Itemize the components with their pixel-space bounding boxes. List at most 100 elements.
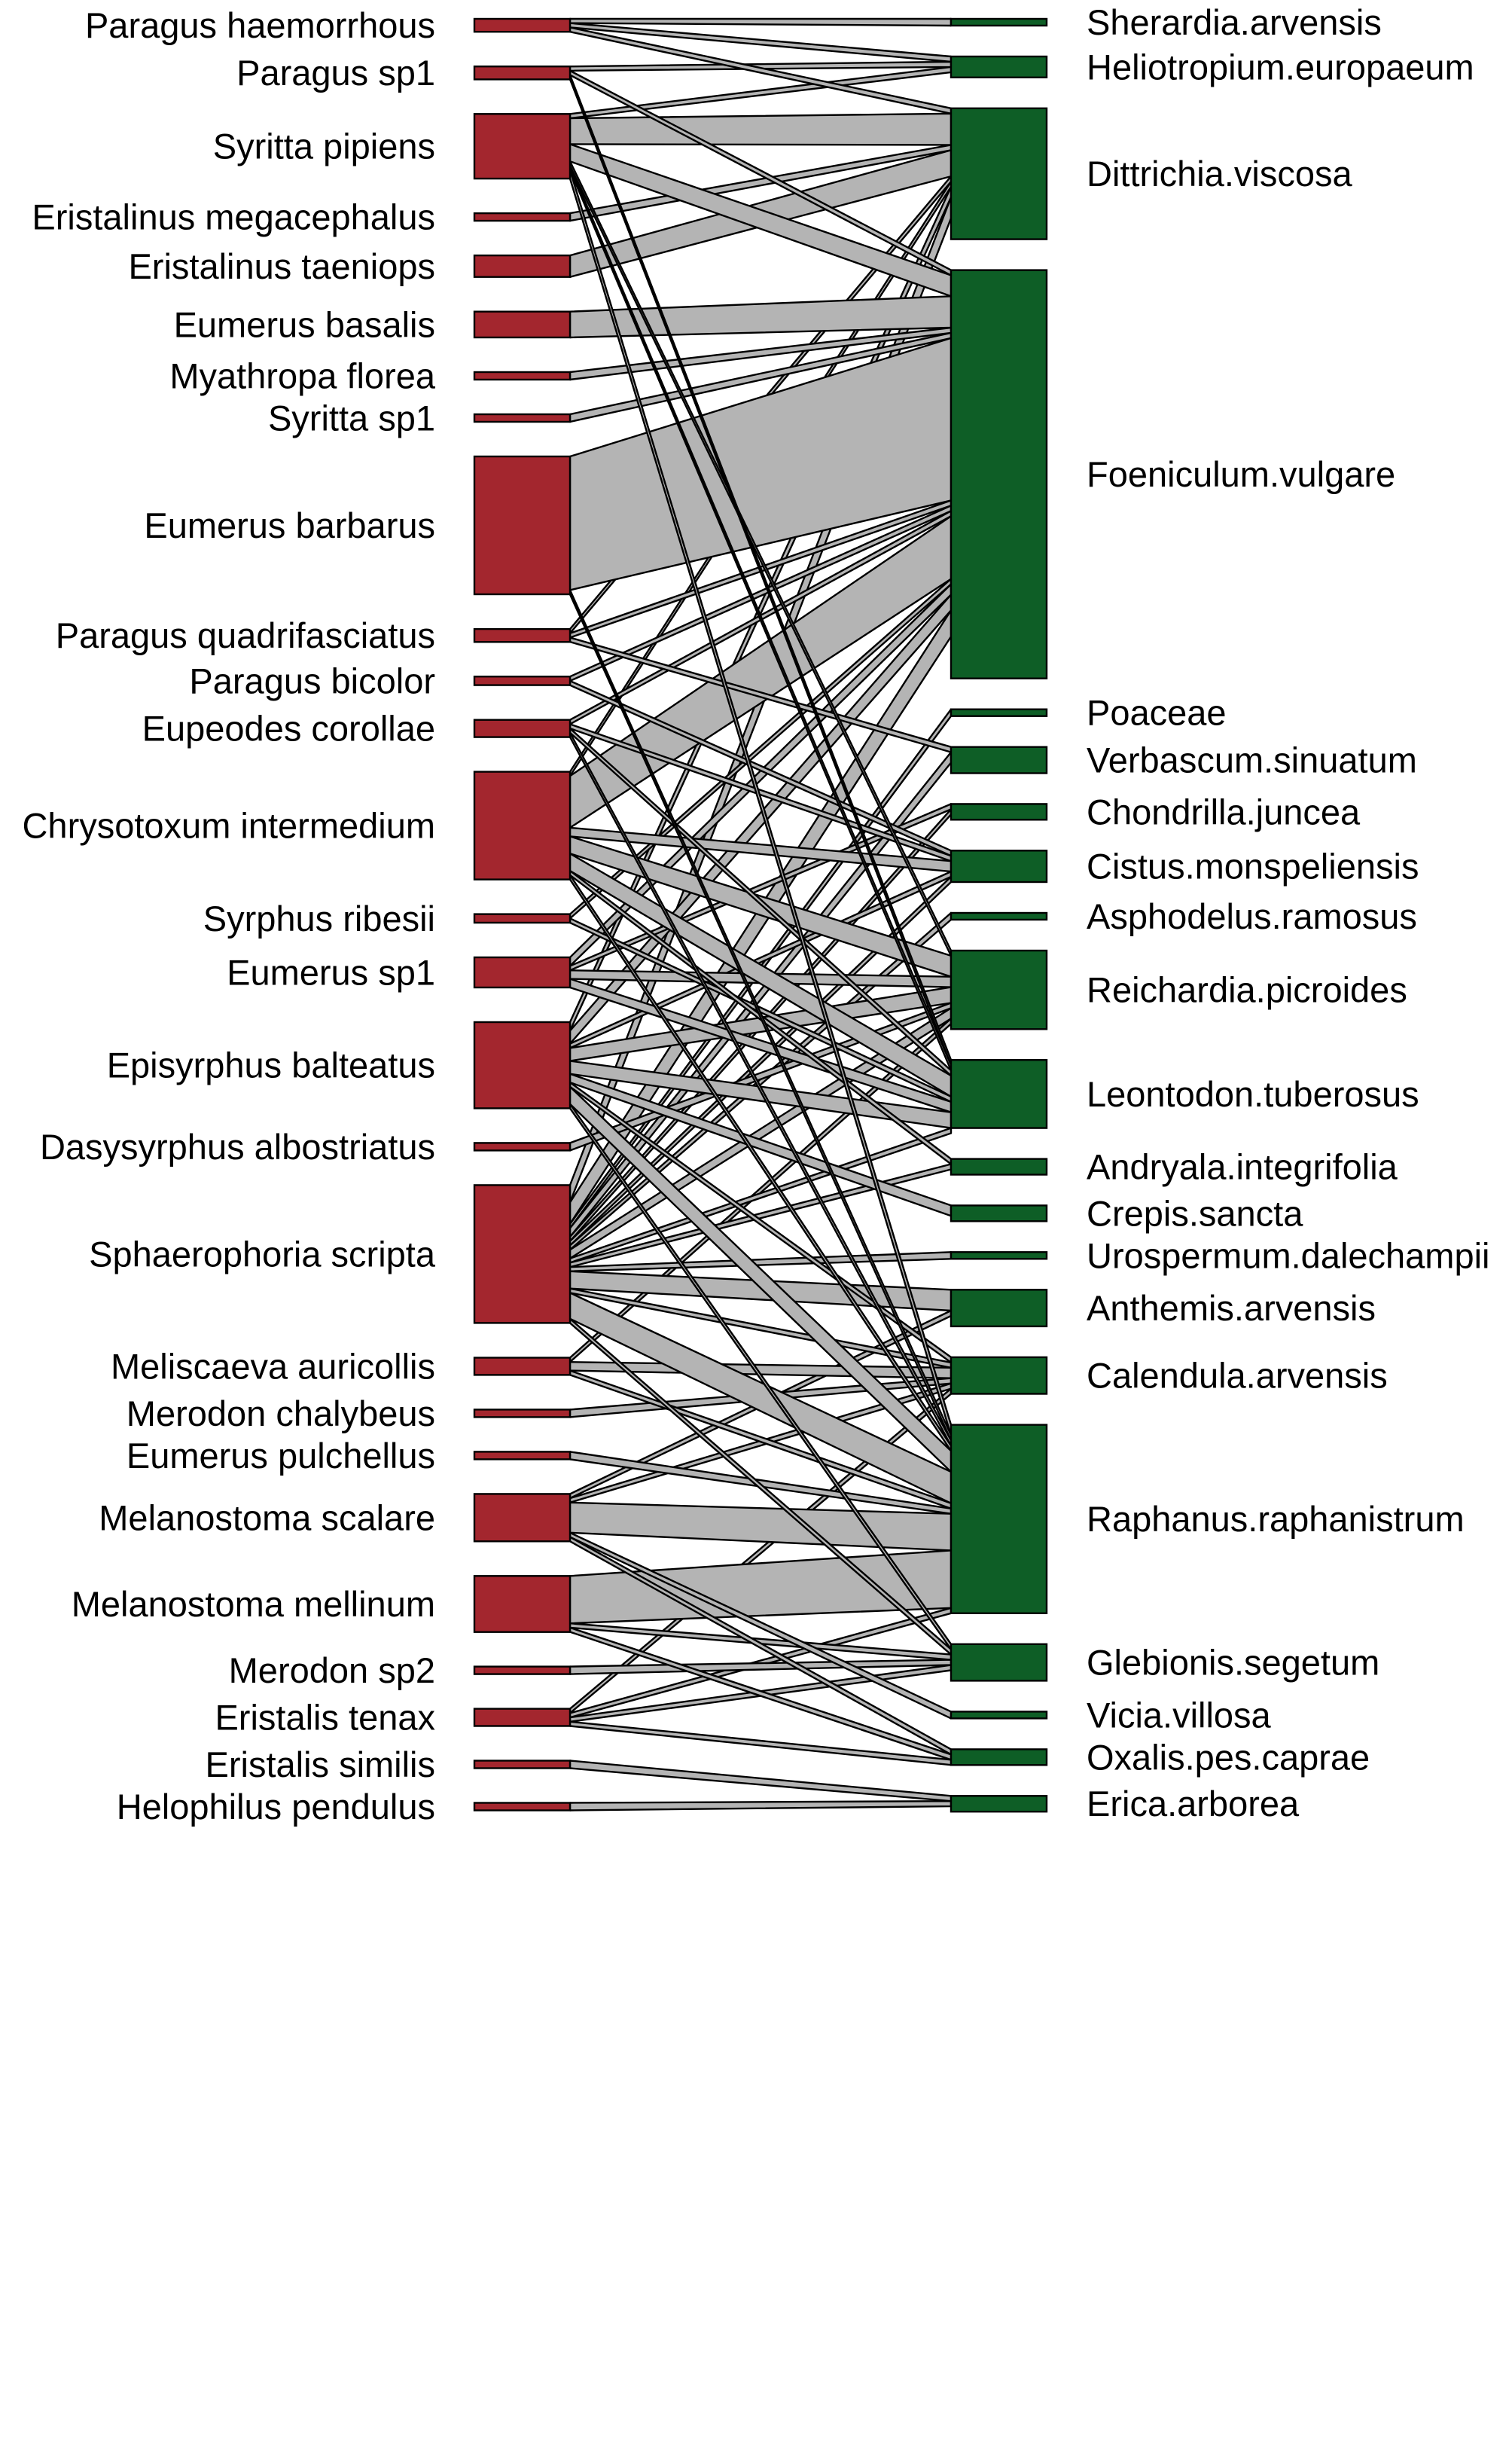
plant-box-urospermum-dalechampii <box>950 1251 1048 1260</box>
pollinator-box-chrysotoxum-intermedium <box>473 771 572 881</box>
plant-label: Leontodon.tuberosus <box>1087 1074 1419 1114</box>
plant-label: Chondrilla.juncea <box>1087 792 1361 832</box>
pollinator-label: Merodon chalybeus <box>127 1393 435 1433</box>
pollinator-label: Sphaerophoria scripta <box>89 1235 436 1274</box>
plant-label: Crepis.sancta <box>1087 1193 1303 1233</box>
pollinator-label: Eumerus basalis <box>174 304 435 344</box>
plant-label: Sherardia.arvensis <box>1087 2 1382 42</box>
pollinator-box-paragus-quadrifasciatus <box>473 627 572 643</box>
plant-label: Reichardia.picroides <box>1087 970 1407 1010</box>
plant-box-crepis-sancta <box>950 1204 1048 1222</box>
plant-box-heliotropium-europaeum <box>950 55 1048 78</box>
plant-label: Calendula.arvensis <box>1087 1356 1388 1396</box>
plant-label: Heliotropium.europaeum <box>1087 47 1474 87</box>
plant-box-andryala-integrifolia <box>950 1158 1048 1176</box>
pollinator-box-dasysyrphus-albostriatus <box>473 1142 572 1152</box>
pollinator-label: Dasysyrphus albostriatus <box>40 1127 435 1167</box>
pollinator-box-eumerus-barbarus <box>473 455 572 596</box>
plant-labels: Sherardia.arvensisHeliotropium.europaeum… <box>1087 2 1489 1824</box>
pollinator-label: Eristalinus taeniops <box>128 246 435 286</box>
pollinator-boxes <box>473 17 572 1812</box>
pollinator-box-eristalinus-megacephalus <box>473 212 572 222</box>
pollinator-box-melanostoma-mellinum <box>473 1575 572 1633</box>
link-syritta-pipiens-to-heliotropium-europaeum <box>569 66 953 120</box>
link-helophilus-pendulus-to-erica-arborea <box>569 1799 953 1812</box>
pollinator-label: Eumerus sp1 <box>227 953 435 993</box>
pollinator-label: Paragus sp1 <box>236 53 435 93</box>
plant-label: Raphanus.raphanistrum <box>1087 1499 1465 1539</box>
link-eristalis-similis-to-erica-arborea <box>569 1760 953 1802</box>
pollinator-label: Eumerus barbarus <box>144 505 435 545</box>
link-eristalis-tenax-to-oxalis-pes-caprae <box>569 1720 953 1766</box>
pollinator-label: Melanostoma mellinum <box>72 1584 435 1624</box>
pollinator-label: Paragus quadrifasciatus <box>56 615 435 655</box>
pollinator-box-eumerus-sp1 <box>473 956 572 989</box>
pollinator-box-syritta-sp1 <box>473 413 572 423</box>
pollinator-box-eristalis-tenax <box>473 1708 572 1727</box>
plant-label: Anthemis.arvensis <box>1087 1288 1376 1328</box>
plant-box-raphanus-raphanistrum <box>950 1424 1048 1614</box>
plant-label: Asphodelus.ramosus <box>1087 896 1417 936</box>
pollinator-label: Eristalis similis <box>206 1744 436 1784</box>
plant-box-anthemis-arvensis <box>950 1289 1048 1328</box>
pollinator-box-syritta-pipiens <box>473 113 572 180</box>
plant-label: Oxalis.pes.caprae <box>1087 1737 1370 1777</box>
pollinator-label: Paragus bicolor <box>189 661 435 701</box>
pollinator-label: Syritta pipiens <box>213 127 435 166</box>
plant-box-glebionis-segetum <box>950 1643 1048 1682</box>
plant-box-dittrichia-viscosa <box>950 107 1048 240</box>
link-paragus-haemorrhous-to-sherardia-arvensis <box>569 17 953 27</box>
plant-label: Glebionis.segetum <box>1087 1643 1379 1683</box>
plant-box-chondrilla-juncea <box>950 803 1048 821</box>
plant-boxes <box>950 17 1048 1813</box>
plant-box-calendula-arvensis <box>950 1356 1048 1395</box>
pollinator-box-eristalinus-taeniops <box>473 254 572 278</box>
pollinator-box-merodon-chalybeus <box>473 1409 572 1418</box>
pollinator-box-eristalis-similis <box>473 1760 572 1769</box>
plant-box-oxalis-pes-caprae <box>950 1748 1048 1766</box>
plant-label: Erica.arborea <box>1087 1784 1300 1824</box>
pollinator-label: Eupeodes corollae <box>142 709 435 749</box>
pollinator-label: Syritta sp1 <box>268 398 435 438</box>
plant-box-leontodon-tuberosus <box>950 1058 1048 1129</box>
pollinator-label: Chrysotoxum intermedium <box>22 806 435 846</box>
pollinator-box-paragus-haemorrhous <box>473 17 572 33</box>
plant-box-erica-arborea <box>950 1795 1048 1813</box>
pollinator-label: Eumerus pulchellus <box>127 1436 435 1476</box>
pollinator-label: Meliscaeva auricollis <box>111 1346 435 1386</box>
plant-box-foeniculum-vulgare <box>950 269 1048 679</box>
pollinator-box-syrphus-ribesii <box>473 913 572 924</box>
pollinator-box-eumerus-basalis <box>473 310 572 339</box>
pollinator-label: Eristalinus megacephalus <box>32 197 435 237</box>
plant-box-verbascum-sinuatum <box>950 746 1048 774</box>
link-syritta-pipiens-to-dittrichia-viscosa <box>569 112 953 146</box>
pollinator-label: Melanostoma scalare <box>99 1497 435 1537</box>
plant-box-cistus-monspeliensis <box>950 850 1048 884</box>
plant-label: Verbascum.sinuatum <box>1087 740 1417 780</box>
pollinator-label: Myathropa florea <box>169 356 436 396</box>
pollinator-label: Episyrphus balteatus <box>107 1045 435 1085</box>
plant-box-asphodelus-ramosus <box>950 911 1048 921</box>
plant-box-reichardia-picroides <box>950 949 1048 1030</box>
plant-label: Foeniculum.vulgare <box>1087 454 1395 494</box>
plant-label: Cistus.monspeliensis <box>1087 847 1419 887</box>
pollinator-box-helophilus-pendulus <box>473 1802 572 1812</box>
pollinator-label: Syrphus ribesii <box>203 899 435 939</box>
plant-label: Andryala.integrifolia <box>1087 1147 1398 1187</box>
plant-label: Vicia.villosa <box>1087 1695 1272 1735</box>
pollinator-box-paragus-sp1 <box>473 65 572 81</box>
pollinator-box-merodon-sp2 <box>473 1665 572 1675</box>
plant-label: Dittrichia.viscosa <box>1087 154 1352 194</box>
pollinator-box-sphaerophoria-scripta <box>473 1184 572 1324</box>
link-melanostoma-scalare-to-raphanus-raphanistrum <box>569 1501 953 1552</box>
pollinator-label: Eristalis tenax <box>215 1698 435 1738</box>
pollinator-label: Paragus haemorrhous <box>85 5 435 45</box>
pollinator-box-episyrphus-balteatus <box>473 1021 572 1109</box>
pollinator-box-melanostoma-scalare <box>473 1493 572 1543</box>
plant-label: Poaceae <box>1087 693 1227 733</box>
pollinator-box-paragus-bicolor <box>473 676 572 686</box>
interaction-links <box>569 17 953 1812</box>
plant-box-poaceae <box>950 708 1048 717</box>
